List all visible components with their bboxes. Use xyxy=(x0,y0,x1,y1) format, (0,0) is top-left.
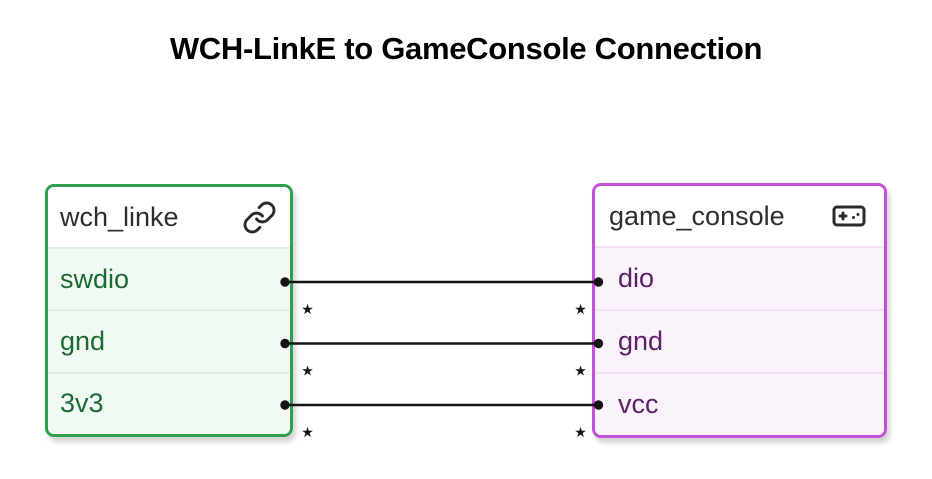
gamepad-icon xyxy=(827,198,871,234)
port-label: gnd xyxy=(618,326,664,356)
cardinality-star-marker: ★ xyxy=(301,425,314,441)
port-row-gnd: gnd xyxy=(595,309,884,372)
port-row-swdio: swdio xyxy=(48,247,290,310)
cardinality-star-marker: ★ xyxy=(301,364,314,380)
port-label: vcc xyxy=(618,389,659,419)
port-row-dio: dio xyxy=(595,246,884,309)
port-label: dio xyxy=(618,263,655,293)
node-title-label: wch_linke xyxy=(60,201,179,232)
port-label: gnd xyxy=(60,325,106,356)
cardinality-star-marker: ★ xyxy=(301,302,314,318)
node-header: game_console xyxy=(595,186,884,246)
cardinality-star-marker: ★ xyxy=(574,302,587,318)
port-row-3v3: 3v3 xyxy=(48,371,290,434)
port-label: 3v3 xyxy=(60,388,104,419)
node-wch-linke: wch_linke swdio gnd 3v3 xyxy=(45,184,293,437)
port-row-vcc: vcc xyxy=(595,372,884,435)
node-header: wch_linke xyxy=(48,187,290,247)
node-title-label: game_console xyxy=(609,200,785,231)
cardinality-star-marker: ★ xyxy=(574,364,587,380)
diagram-title: WCH-LinkE to GameConsole Connection xyxy=(169,31,763,66)
cardinality-star-marker: ★ xyxy=(574,425,587,441)
port-label: swdio xyxy=(60,263,130,294)
node-game-console: game_console dio gnd vcc xyxy=(592,183,887,438)
link-icon xyxy=(242,200,277,235)
port-row-gnd: gnd xyxy=(48,309,290,372)
